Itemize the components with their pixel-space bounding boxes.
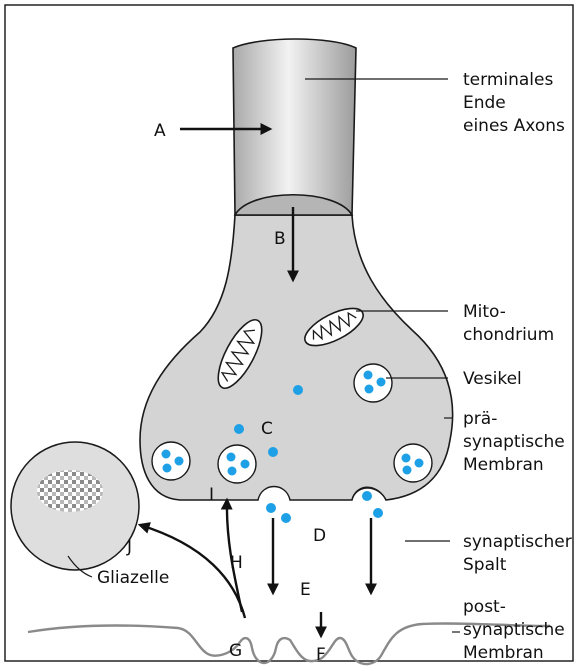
letter-G: G xyxy=(229,641,242,661)
vesicle-right xyxy=(394,444,432,482)
letter-C: C xyxy=(261,419,273,439)
label-postsynaptic-membrane: post- synaptische Membran xyxy=(463,597,570,663)
letter-B: B xyxy=(274,229,286,249)
vesicle-center xyxy=(218,445,256,483)
vesicle-left xyxy=(152,442,190,480)
label-axon-terminal: terminales Ende eines Axons xyxy=(463,70,565,136)
vesicle-labeled xyxy=(354,364,392,402)
label-glial-cell: Gliazelle xyxy=(97,568,169,588)
letter-A: A xyxy=(154,121,166,141)
letter-F: F xyxy=(316,645,326,665)
label-mitochondrion: Mito- chondrium xyxy=(463,302,554,345)
axon xyxy=(233,39,356,215)
letter-J: J xyxy=(126,537,132,557)
letter-E: E xyxy=(300,580,311,600)
label-synaptic-cleft: synaptischer Spalt xyxy=(463,532,577,575)
label-presynaptic-membrane: prä- synaptische Membran xyxy=(463,409,570,475)
label-vesicle: Vesikel xyxy=(463,369,522,389)
letter-H: H xyxy=(230,553,243,573)
letter-I: I xyxy=(209,485,214,505)
glial-cell xyxy=(11,442,139,570)
glia-nucleus xyxy=(37,470,103,512)
letter-D: D xyxy=(313,526,326,546)
